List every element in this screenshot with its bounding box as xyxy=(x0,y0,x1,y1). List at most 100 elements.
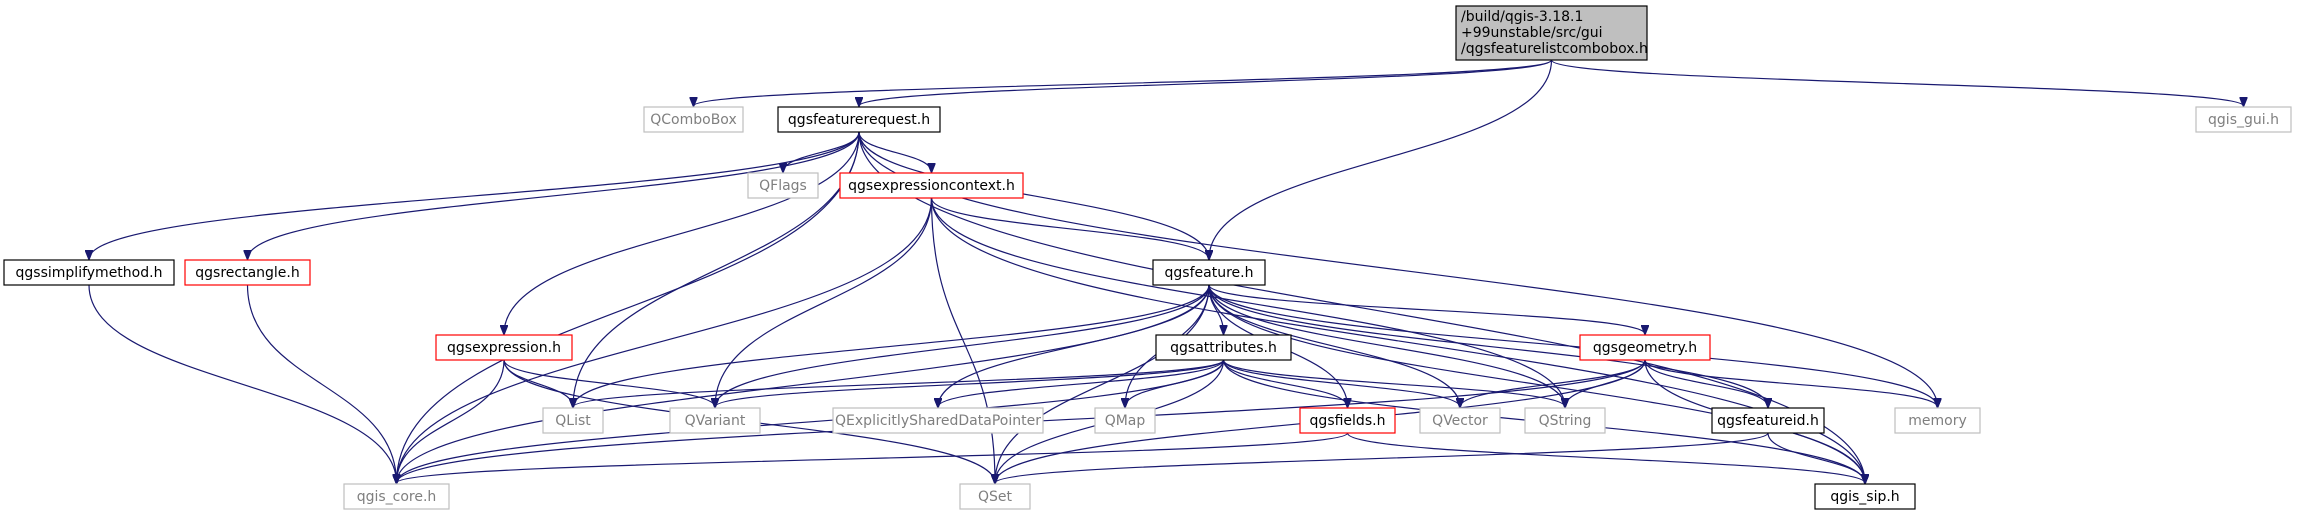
edge-qgsgeometry-to-qgsfeatureid xyxy=(1644,359,1768,407)
node-qvector-box xyxy=(1419,407,1501,434)
edge-qgsexpressioncontext-to-qgis_core xyxy=(397,197,933,483)
node-qvariant[interactable]: QVariant xyxy=(669,407,761,434)
edge-qgsfeatureid-to-qset xyxy=(995,432,1769,483)
node-qgsfeature[interactable]: qgsfeature.h xyxy=(1152,259,1266,286)
edge-qgsrectangle-to-qgis_core xyxy=(246,284,397,483)
edge-qgsfeature-to-qlist xyxy=(573,284,1210,407)
node-qlist[interactable]: QList xyxy=(542,407,604,434)
edge-qgsfields-to-qgis_core xyxy=(397,432,1349,483)
node-qlist-label: QList xyxy=(555,413,591,429)
node-qgsattributes-box xyxy=(1155,334,1292,361)
node-qgsfields-label: qgsfields.h xyxy=(1310,413,1386,429)
edge-qgsfeaturerequest-to-qgsfeature xyxy=(858,131,1209,259)
edge-qgsattributes-to-qgis_core xyxy=(397,359,1225,483)
edge-qgsfeature-to-qgsfeatureid xyxy=(1208,284,1768,407)
edge-qgsfeature-to-qvariant xyxy=(715,284,1210,407)
node-qgsfeature-label: qgsfeature.h xyxy=(1165,265,1254,281)
node-qvariant-label: QVariant xyxy=(685,413,746,429)
edge-qgsattributes-to-qgsfields xyxy=(1222,359,1348,407)
node-qgsfeaturerequest[interactable]: qgsfeaturerequest.h xyxy=(777,106,941,133)
node-qgsrectangle-label: qgsrectangle.h xyxy=(195,265,299,281)
node-qset-box xyxy=(959,483,1031,510)
edge-root-to-qgsfeaturerequest xyxy=(859,59,1553,106)
node-qgsexpressioncontext-box xyxy=(839,172,1024,199)
node-qgsfeature-box xyxy=(1152,259,1266,286)
node-qgsexpression-box xyxy=(435,334,573,361)
node-qgsexpressioncontext[interactable]: qgsexpressioncontext.h xyxy=(839,172,1024,199)
edge-root-to-qgis_gui xyxy=(1550,59,2244,106)
edge-qgssimplifymethod-to-qgis_core xyxy=(88,284,397,483)
node-qgssimplifymethod-box xyxy=(3,259,175,286)
node-qset-label: QSet xyxy=(978,489,1013,505)
node-memory-label: memory xyxy=(1908,413,1967,429)
node-qvector[interactable]: QVector xyxy=(1419,407,1501,434)
node-qexplicitlyshareddatapointer-box xyxy=(832,407,1044,434)
node-qgsrectangle[interactable]: qgsrectangle.h xyxy=(184,259,311,286)
node-qgsfeatureid[interactable]: qgsfeatureid.h xyxy=(1711,407,1825,434)
edge-qgsfeaturerequest-to-qflags xyxy=(783,131,860,172)
node-qgis_core[interactable]: qgis_core.h xyxy=(343,483,450,510)
node-qstring[interactable]: QString xyxy=(1524,407,1606,434)
edge-qgsfeature-to-qset xyxy=(995,284,1210,483)
node-qflags-box xyxy=(747,172,819,199)
node-qmap-box xyxy=(1094,407,1156,434)
node-memory[interactable]: memory xyxy=(1894,407,1981,434)
node-qgsattributes[interactable]: qgsattributes.h xyxy=(1155,334,1292,361)
edge-qgsfields-to-qgis_sip xyxy=(1346,432,1866,483)
node-qmap-label: QMap xyxy=(1105,413,1146,429)
node-qgsfeaturerequest-label: qgsfeaturerequest.h xyxy=(788,112,930,128)
node-qgsgeometry[interactable]: qgsgeometry.h xyxy=(1579,334,1711,361)
node-qgsfields[interactable]: qgsfields.h xyxy=(1299,407,1396,434)
node-qgsfeatureid-label: qgsfeatureid.h xyxy=(1717,413,1819,429)
edge-qgsfeaturerequest-to-qgis_core xyxy=(397,131,860,483)
node-qgsfields-box xyxy=(1299,407,1396,434)
edge-qgsfeaturerequest-to-qgsexpression xyxy=(504,131,860,334)
edge-root-to-qgsfeature xyxy=(1209,59,1553,259)
node-qgsfeatureid-box xyxy=(1711,407,1825,434)
edge-qgsfeature-to-qgis_core xyxy=(397,284,1210,483)
root-label-line-3: /qgsfeaturelistcombobox.h xyxy=(1461,41,1648,57)
node-qgsexpressioncontext-label: qgsexpressioncontext.h xyxy=(848,178,1015,194)
edge-root-to-qcombobox xyxy=(694,59,1553,106)
edge-qgsexpression-to-qvariant xyxy=(503,359,715,407)
edge-qgsgeometry-to-memory xyxy=(1644,359,1938,407)
node-qmap[interactable]: QMap xyxy=(1094,407,1156,434)
edge-qgsfeature-to-memory xyxy=(1208,284,1938,407)
node-qgsrectangle-box xyxy=(184,259,311,286)
edge-qgsexpressioncontext-to-qstring xyxy=(930,197,1566,407)
node-qgis_core-label: qgis_core.h xyxy=(357,489,437,505)
node-qgsexpression-label: qgsexpression.h xyxy=(447,340,561,356)
edge-qgsexpression-to-qlist xyxy=(503,359,573,407)
node-qcombobox-label: QComboBox xyxy=(650,112,736,128)
node-qstring-box xyxy=(1524,407,1606,434)
node-qstring-label: QString xyxy=(1539,413,1592,429)
edge-qgsexpressioncontext-to-qvariant xyxy=(715,197,933,407)
edge-qgsexpressioncontext-to-qgis_sip xyxy=(930,197,1866,483)
node-qvector-label: QVector xyxy=(1432,413,1488,429)
node-qgsexpression[interactable]: qgsexpression.h xyxy=(435,334,573,361)
edge-qgsattributes-to-qvariant xyxy=(715,359,1225,407)
node-qgis_sip-label: qgis_sip.h xyxy=(1830,489,1899,505)
node-memory-box xyxy=(1894,407,1981,434)
edge-qgsattributes-to-qlist xyxy=(573,359,1225,407)
node-qgis_gui[interactable]: qgis_gui.h xyxy=(2195,106,2292,133)
node-qgssimplifymethod[interactable]: qgssimplifymethod.h xyxy=(3,259,175,286)
node-qcombobox[interactable]: QComboBox xyxy=(643,106,744,133)
edge-qgsattributes-to-qexplicitlyshareddatapointer xyxy=(938,359,1225,407)
node-qflags[interactable]: QFlags xyxy=(747,172,819,199)
node-qgis_sip[interactable]: qgis_sip.h xyxy=(1814,483,1916,510)
node-qexplicitlyshareddatapointer[interactable]: QExplicitlySharedDataPointer xyxy=(832,407,1044,434)
edge-qgsfeaturerequest-to-qgsrectangle xyxy=(248,131,860,259)
node-qexplicitlyshareddatapointer-label: QExplicitlySharedDataPointer xyxy=(835,413,1041,429)
node-qflags-label: QFlags xyxy=(759,178,807,194)
node-root[interactable]: /build/qgis-3.18.1+99unstable/src/gui/qg… xyxy=(1455,5,1648,61)
node-qgis_gui-box xyxy=(2195,106,2292,133)
edge-qgsfeature-to-qgsgeometry xyxy=(1208,284,1645,334)
root-label-line-1: /build/qgis-3.18.1 xyxy=(1461,9,1583,25)
root-label-line-2: +99unstable/src/gui xyxy=(1461,25,1603,41)
edge-qgsfeaturerequest-to-qgsexpressioncontext xyxy=(858,131,932,172)
edge-qgsattributes-to-qstring xyxy=(1222,359,1566,407)
node-qgsattributes-label: qgsattributes.h xyxy=(1170,340,1277,356)
node-qset[interactable]: QSet xyxy=(959,483,1031,510)
